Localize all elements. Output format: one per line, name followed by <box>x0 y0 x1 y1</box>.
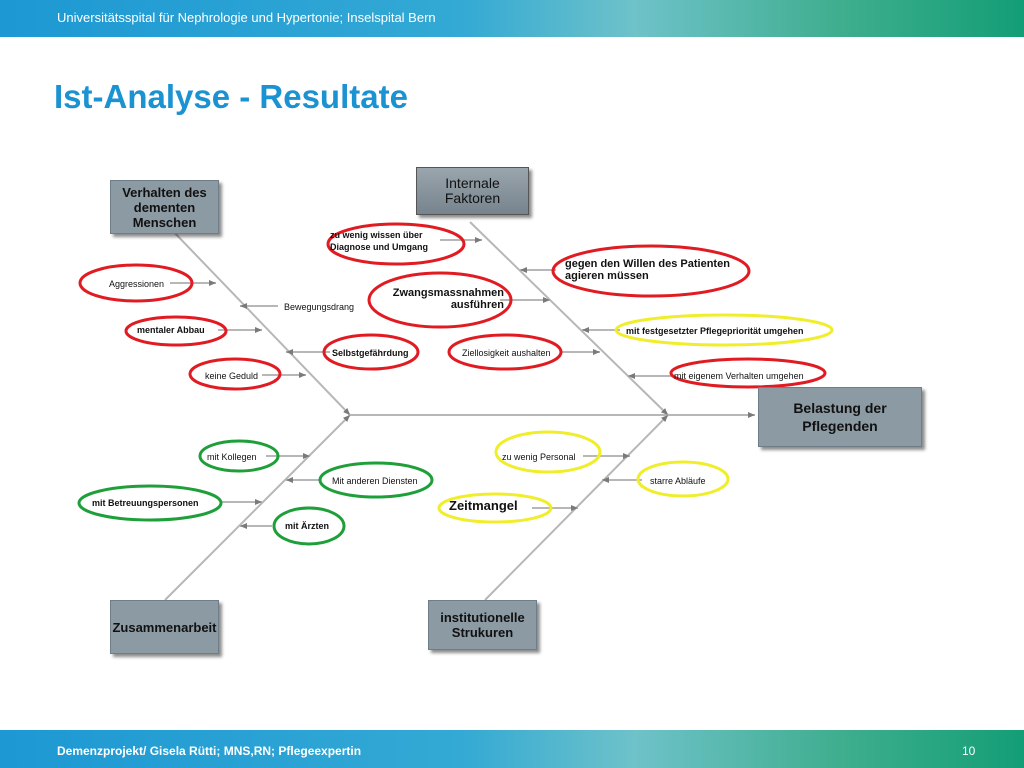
cause-bewegungsdrang: Bewegungsdrang <box>284 302 355 312</box>
cause-kollegen: mit Kollegen <box>207 452 257 462</box>
cause-ziellosigkeit: Ziellosigkeit aushalten <box>462 348 551 358</box>
cause-aggressionen: Aggressionen <box>109 279 165 289</box>
cause-eigenem-verhalten: mit eigenem Verhalten umgehen <box>674 371 804 381</box>
cause-betreuungspersonen: mit Betreuungspersonen <box>92 498 199 508</box>
footer-text: Demenzprojekt/ Gisela Rütti; MNS,RN; Pfl… <box>57 744 362 758</box>
cause-selbstgefaehrdung: Selbstgefährdung <box>332 348 409 358</box>
category-zusammenarbeit: Zusammenarbeit <box>110 600 219 654</box>
ellipse-festgesetzte <box>614 313 834 347</box>
cause-aerzten: mit Ärzten <box>285 521 330 531</box>
cause-festgesetzte-prioritaet: mit festgesetzter Pflegepriorität umgehe… <box>626 326 804 336</box>
bone-verhalten <box>169 227 351 416</box>
slide-title: Ist-Analyse - Resultate <box>54 78 408 115</box>
ellipse-zu-wenig-personal <box>494 430 602 474</box>
cause-gegen-willen: gegen den Willen des Patienten agieren m… <box>565 258 730 282</box>
bone-internale <box>469 221 669 416</box>
cause-zu-wenig-personal: zu wenig Personal <box>502 452 576 462</box>
ellipse-aerzten <box>272 506 346 546</box>
cause-zwangsmassnahmen: Zwangsmassnahmen ausführen <box>392 287 504 311</box>
ellipse-selbstgefaehrdung <box>322 333 420 371</box>
category-verhalten: Verhalten des dementen Menschen <box>110 180 219 234</box>
header-bar: Universitätsspital für Nephrologie und H… <box>0 0 1024 37</box>
footer-bar: Demenzprojekt/ Gisela Rütti; MNS,RN; Pfl… <box>0 730 1024 768</box>
ellipse-zu-wenig-wissen <box>326 222 466 266</box>
cause-mentaler-abbau: mentaler Abbau <box>137 325 205 335</box>
category-institutionell: institutionelle Strukuren <box>428 600 537 650</box>
header-institution: Universitätsspital für Nephrologie und H… <box>57 10 436 25</box>
ellipse-kollegen <box>198 439 280 473</box>
cause-anderen-diensten: Mit anderen Diensten <box>332 476 418 486</box>
ellipse-anderen-diensten <box>318 461 434 499</box>
ellipse-zwangsmassnahmen <box>367 271 513 329</box>
ellipse-zeitmangel <box>437 492 553 524</box>
page-number: 10 <box>962 744 976 758</box>
ellipse-keine-geduld <box>188 357 282 391</box>
cause-starre-ablaeufe: starre Abläufe <box>650 476 706 486</box>
ellipse-starre-ablaeufe <box>636 460 730 498</box>
ellipse-aggressionen <box>78 263 194 303</box>
highlight-ellipses <box>77 222 834 546</box>
ellipse-betreuungspersonen <box>77 484 223 522</box>
ellipse-mentaler-abbau <box>124 315 228 347</box>
ellipse-gegen-willen <box>551 244 751 298</box>
ellipse-ziellosigkeit <box>447 333 563 371</box>
cause-zeitmangel: Zeitmangel <box>449 498 518 513</box>
ellipse-eigenem-verhalten <box>669 357 827 389</box>
effect-box: Belastung der Pflegenden <box>758 387 922 447</box>
bone-zusammenarbeit <box>164 414 351 601</box>
cause-zu-wenig-wissen: zu wenig wissen über Diagnose und Umgang <box>330 230 429 252</box>
category-internale: Internale Faktoren <box>416 167 529 215</box>
cause-keine-geduld: keine Geduld <box>205 371 259 381</box>
